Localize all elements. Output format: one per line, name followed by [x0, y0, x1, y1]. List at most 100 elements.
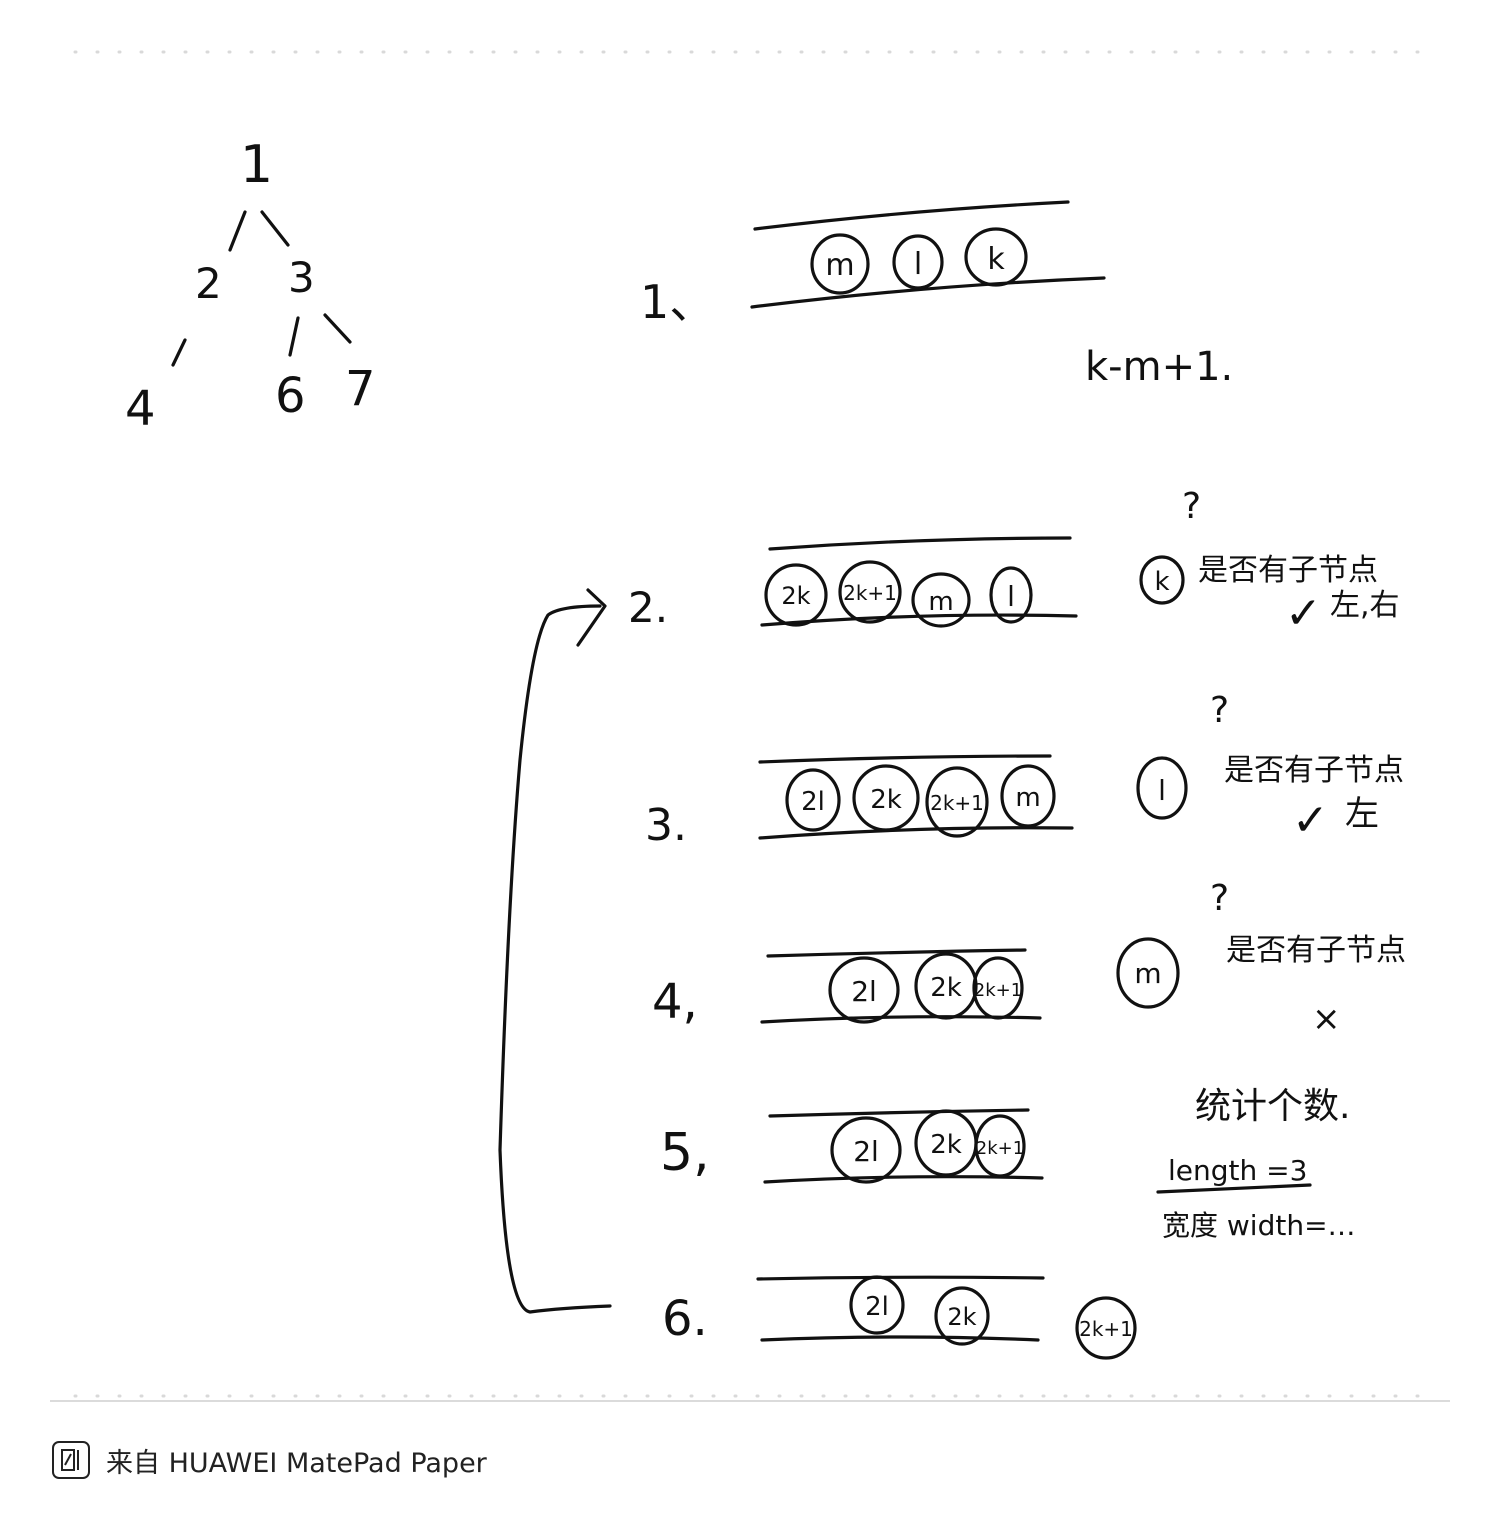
- tree-edge-2-4: [171, 338, 187, 367]
- loop-arrow: [498, 604, 612, 1314]
- tree-node-6: 6: [275, 368, 306, 424]
- queue-item: 2k+1: [925, 766, 989, 838]
- queue-item: 2k: [852, 764, 920, 832]
- queue-item: 2k: [914, 952, 978, 1020]
- notebook-icon: [52, 1441, 90, 1479]
- queue-top-line: [753, 200, 1070, 231]
- queue-top-line: [758, 754, 1052, 764]
- loop-arrow-head: [576, 588, 607, 647]
- queue-item: 2k: [934, 1286, 990, 1346]
- svg-text:l: l: [1007, 580, 1015, 613]
- popped-node: m: [1116, 937, 1180, 1009]
- svg-text:2k: 2k: [947, 1303, 976, 1331]
- queue-item: l: [989, 566, 1033, 624]
- queue-top-line: [756, 1275, 1045, 1281]
- queue-item: l: [892, 234, 944, 290]
- step-label: 2.: [628, 583, 668, 632]
- queue-bottom-line: [760, 1335, 1040, 1342]
- queue-top-line: [768, 536, 1072, 551]
- svg-text:2k: 2k: [930, 1130, 962, 1160]
- svg-text:2k+1: 2k+1: [974, 980, 1022, 1001]
- step-5: 5, 2l 2k 2k+1: [660, 1108, 1044, 1184]
- queue-item: m: [1000, 764, 1056, 828]
- step-2: 2. 2k 2k+1 m l k ? 是否有子节点 ✓ 左,右: [628, 486, 1400, 639]
- svg-text:k: k: [987, 242, 1005, 277]
- svg-text:2l: 2l: [851, 975, 877, 1008]
- queue-item: 2l: [828, 956, 900, 1024]
- popped-node: k: [1139, 555, 1185, 605]
- queue-item: 2l: [849, 1275, 905, 1335]
- has-children-note: 是否有子节点: [1198, 553, 1378, 588]
- footer: 来自 HUAWEI MatePad Paper: [52, 1438, 487, 1482]
- svg-text:m: m: [825, 248, 854, 283]
- queue-item: 2l: [830, 1116, 902, 1184]
- footer-text: 来自 HUAWEI MatePad Paper: [106, 1447, 487, 1479]
- queue-item: 2k+1: [838, 560, 902, 624]
- step-1: 1、 m l k: [640, 200, 1106, 329]
- queue-item: 2k+1: [972, 956, 1024, 1020]
- popped-node: l: [1136, 756, 1188, 820]
- step-label: 1、: [640, 275, 715, 329]
- popped-node: 2k+1: [1075, 1296, 1137, 1360]
- queue-bottom-line: [750, 276, 1106, 309]
- question-mark: ?: [1182, 486, 1201, 527]
- step-label: 3.: [645, 800, 687, 851]
- has-children-note: 是否有子节点: [1224, 753, 1404, 788]
- check-mark: ✓: [1292, 795, 1329, 846]
- step-4: 4, 2l 2k 2k+1 m ? 是否有子节点 ×: [652, 878, 1406, 1039]
- tree-node-2: 2: [195, 259, 222, 308]
- svg-text:2l: 2l: [853, 1135, 879, 1168]
- queue-bottom-line: [758, 826, 1074, 840]
- tree-node-4: 4: [125, 381, 156, 437]
- step-label: 6.: [662, 1291, 708, 1347]
- length-note: length =3: [1168, 1154, 1307, 1187]
- question-mark: ?: [1210, 878, 1229, 919]
- queue-bottom-line: [763, 1175, 1044, 1184]
- svg-text:2k: 2k: [930, 973, 962, 1003]
- left-right-note: 左,右: [1330, 588, 1400, 623]
- svg-text:2k: 2k: [781, 582, 810, 610]
- svg-text:2l: 2l: [865, 1292, 889, 1322]
- svg-text:m: m: [928, 587, 953, 617]
- width-note: 宽度 width=…: [1162, 1209, 1356, 1242]
- count-note: 统计个数.: [1195, 1086, 1350, 1127]
- queue-item: k: [964, 227, 1028, 287]
- formula-note: k-m+1.: [1085, 344, 1233, 390]
- check-mark: ✓: [1285, 588, 1322, 639]
- svg-text:k: k: [1154, 567, 1169, 597]
- svg-text:2k+1: 2k+1: [843, 581, 897, 605]
- tree-edge-3-6: [288, 316, 300, 357]
- tree-edge-1-2: [228, 210, 247, 252]
- tree-edge-3-7: [323, 313, 352, 344]
- svg-text:l: l: [1158, 774, 1166, 807]
- svg-text:l: l: [914, 247, 922, 282]
- step-label: 5,: [660, 1123, 710, 1183]
- queue-item: 2k: [764, 563, 828, 627]
- queue-item: 2k: [914, 1109, 978, 1177]
- svg-text:m: m: [1015, 783, 1040, 813]
- queue-top-line: [768, 1108, 1030, 1118]
- length-underline: [1156, 1183, 1312, 1194]
- tree-edge-1-3: [260, 210, 290, 247]
- queue-item: m: [911, 572, 971, 628]
- step-3: 3. 2l 2k 2k+1 m l ? 是否有子节点 ✓ 左: [645, 690, 1404, 851]
- queue-item: 2l: [785, 768, 841, 832]
- tree-node-3: 3: [288, 253, 315, 302]
- count-notes: 统计个数. length =3 宽度 width=…: [1156, 1086, 1356, 1242]
- tree-node-1: 1: [240, 135, 273, 195]
- queue-top-line: [766, 948, 1027, 958]
- binary-tree: 1 2 3 4 6 7: [125, 135, 376, 437]
- step-label: 4,: [652, 974, 698, 1030]
- queue-item: 2k+1: [974, 1114, 1026, 1178]
- has-children-note: 是否有子节点: [1226, 933, 1406, 968]
- svg-text:m: m: [1134, 957, 1161, 990]
- svg-text:2k+1: 2k+1: [976, 1138, 1024, 1159]
- svg-text:2k+1: 2k+1: [1079, 1317, 1133, 1341]
- queue-item: m: [810, 233, 870, 295]
- svg-text:2k: 2k: [870, 785, 902, 815]
- left-note: 左: [1345, 794, 1379, 834]
- cross-mark: ×: [1312, 999, 1341, 1039]
- svg-text:2l: 2l: [801, 787, 825, 817]
- svg-text:2k+1: 2k+1: [930, 791, 984, 815]
